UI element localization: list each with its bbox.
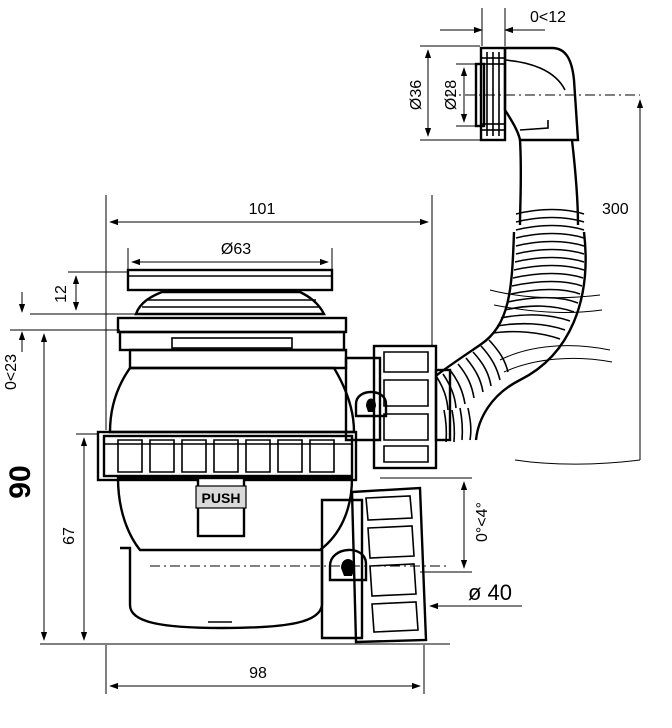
push-tab: PUSH [195,476,247,538]
clip-upper [354,390,388,418]
lower-outlet-nut [320,486,428,644]
dim-outlet-diameter: ø 40 [468,580,512,605]
push-label: PUSH [202,490,241,506]
lower-base [120,546,450,630]
middle-ring [96,430,358,482]
hose-corrugations [435,208,613,443]
dim-total-height: 90 [4,465,37,498]
dim-inner-diameter: Ø28 [443,80,460,110]
dim-grate-diameter: Ø63 [221,241,251,258]
dim-hose-length: 300 [602,201,629,218]
dim-outer-diameter: Ø36 [408,80,425,110]
grate-cover [126,268,334,316]
dim-base-width: 98 [249,665,267,682]
dim-body-height: 67 [61,527,78,545]
dim-adjust-range: 0<23 [3,354,20,390]
clip-lower [328,548,368,582]
dim-tilt-angle: 0°<4° [474,502,491,542]
dim-width-overall: 101 [249,201,276,218]
dim-grate-height: 12 [53,285,70,303]
upper-outlet-nut [344,344,452,470]
dim-clearance: 0<12 [530,9,566,26]
flexible-hose [435,139,613,443]
dimensions: 0<12 Ø36 Ø28 300 101 Ø63 12 0<23 [3,8,644,694]
top-collar [116,316,348,370]
